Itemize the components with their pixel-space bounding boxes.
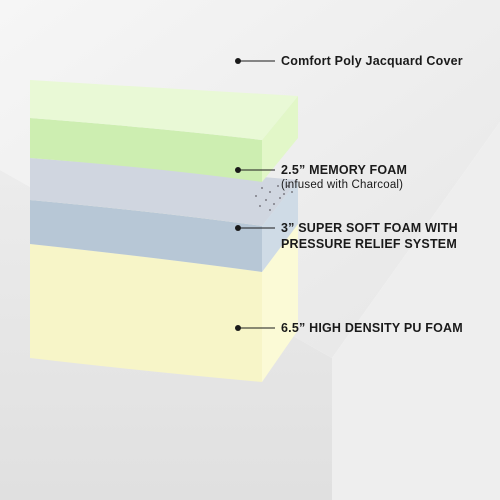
soft-foam-front (30, 200, 262, 272)
soft-foam-side (262, 180, 298, 272)
label-memory-foam: 2.5” MEMORY FOAM (281, 163, 408, 177)
pointer-cover (235, 58, 275, 64)
label-hd-foam: 6.5” HIGH DENSITY PU FOAM (281, 321, 463, 335)
hd-foam-side (262, 224, 298, 382)
charcoal-speckle (255, 185, 293, 211)
hd-foam-front (30, 244, 262, 382)
label-memory-foam-sub: (infused with Charcoal) (281, 179, 404, 191)
pointer-hd (235, 325, 275, 331)
label-cover: Comfort Poly Jacquard Cover (281, 54, 463, 68)
memory-foam-side (262, 96, 298, 182)
memory-foam-top (30, 80, 298, 140)
label-soft-foam-line1: 3” SUPER SOFT FOAM WITH (281, 221, 458, 235)
pointer-soft (235, 225, 275, 231)
mattress-cover-side (332, 122, 500, 500)
memory-foam-front (30, 118, 262, 182)
label-soft-foam-line2: PRESSURE RELIEF SYSTEM (281, 237, 457, 251)
pointer-memory (235, 167, 275, 173)
